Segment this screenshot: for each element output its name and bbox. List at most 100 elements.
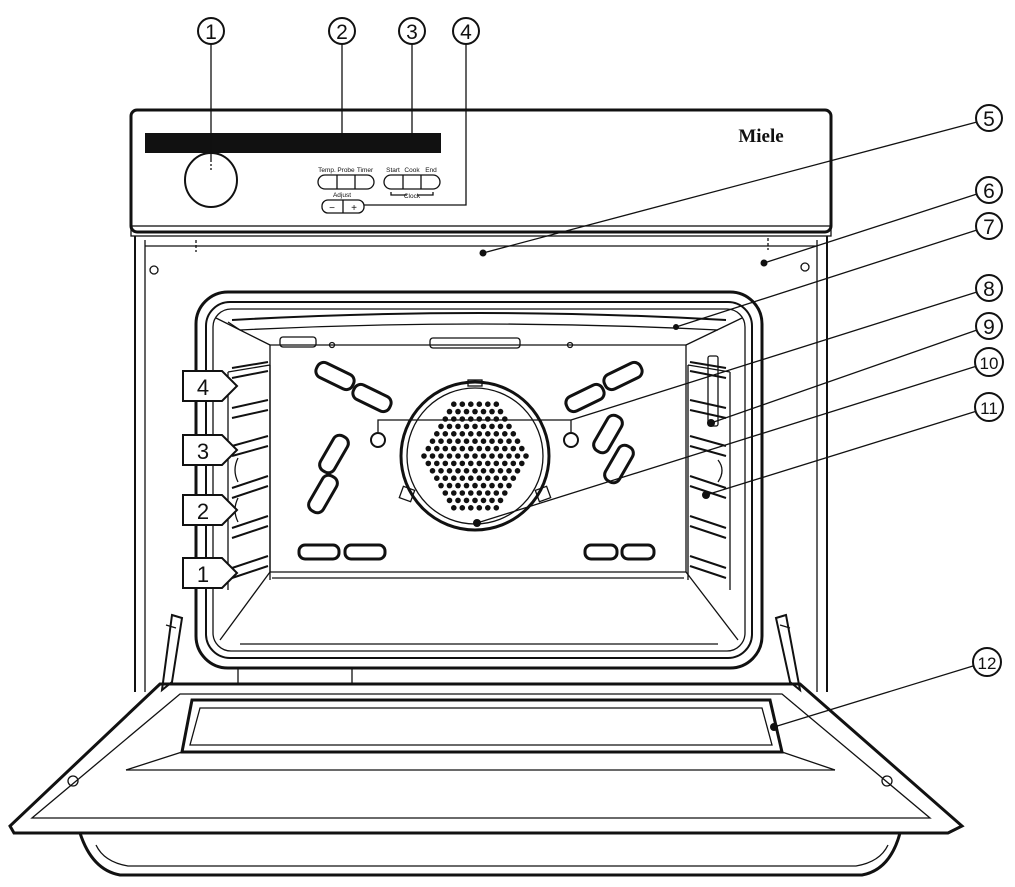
fan-hole [493,416,500,422]
fan-hole [514,468,521,474]
fan-hole [502,431,508,437]
fan-hole [442,475,449,482]
probe-label: Probe [337,167,355,174]
fan-hole [506,423,512,430]
fan-hole [476,401,483,408]
fan-hole [451,431,457,437]
fan-hole [497,497,504,504]
fan-hole [451,445,457,452]
fan-hole [438,423,444,430]
callout-8: 8 [983,278,995,301]
start-label: Start [386,167,400,174]
fan-hole [519,445,525,452]
fan-hole [468,475,474,482]
fan-hole [485,505,491,511]
fan-hole [493,445,500,452]
fan-hole [506,453,512,459]
oven-door [8,682,965,877]
fan-hole [476,445,483,452]
fan-hole [468,445,474,452]
end-label: End [425,167,437,174]
fan-hole [497,453,504,459]
fan-hole [502,490,508,496]
callout-leaders [210,44,978,728]
fan-hole [434,475,440,482]
screw-right [800,262,810,272]
fan-hole [485,401,491,408]
fan-hole [455,468,461,474]
fan-hole [489,482,495,489]
fan-hole [480,438,487,445]
fan-hole [476,460,483,467]
display-strip [145,133,441,153]
fan-hole [472,468,478,474]
fan-hole [468,416,474,422]
fan-hole [510,431,517,437]
callout-7: 7 [983,216,995,239]
fan-hole [442,431,449,437]
fan-hole [463,408,470,415]
fan-hole [493,505,500,511]
cook-label: Cook [404,167,420,174]
fan-hole [472,497,478,504]
fan-hole [463,468,470,474]
fan-hole [480,468,487,474]
left-shelf-runners [227,361,271,590]
right-shelf-runners [687,355,731,590]
fan-hole [455,408,461,415]
fan-hole [497,423,504,430]
fan-hole [438,438,444,445]
fan-hole [480,453,487,459]
fan-hole [497,438,504,445]
fan-hole [476,431,483,437]
fan-hole [442,416,449,422]
fan-hole [497,408,504,415]
fan-hole [485,416,491,422]
fan-hole [489,408,495,415]
fan-hole [459,460,466,467]
fan-hole [510,445,517,452]
fan-hole [446,468,453,474]
fan-hole [459,505,466,511]
fan-hole [485,475,491,482]
fan-hole [446,438,453,445]
fan-hole [468,490,474,496]
callout-9: 9 [983,316,995,339]
leader-8 [377,291,978,432]
fan-hole [476,505,483,511]
fan-hole [510,475,517,482]
fan-hole [502,416,508,422]
fan-hole [514,438,521,445]
fan-hole [442,460,449,467]
fan-hole [438,468,444,474]
callout-2: 2 [336,21,348,44]
fan-hole [472,408,478,415]
fan-hole [455,497,461,504]
fan-hole [463,423,470,430]
fan-hole [476,416,483,422]
fan-hole [502,445,508,452]
fan-hole [480,423,487,430]
fan-hole [455,453,461,459]
fan-hole [451,460,457,467]
fan-hole [451,416,457,422]
fan-hole [480,482,487,489]
fan-hole [497,482,504,489]
fan-hole [463,497,470,504]
fan-hole [506,468,512,474]
fan-hole [480,497,487,504]
leader-12 [773,665,974,728]
fan-hole [489,497,495,504]
leader-9 [710,329,978,424]
control-panel: Temp. Probe Timer Adjust − + Start Cook … [129,108,833,237]
fan-hole [455,438,461,445]
fan-hole [468,401,474,408]
fan-hole [446,497,453,504]
fan-hole [434,460,440,467]
fan-hole [429,438,436,445]
fan-hole [425,460,432,467]
fan-hole [489,468,495,474]
fan-hole [489,453,495,459]
callout-6: 6 [983,180,995,203]
fan-hole [459,416,466,422]
